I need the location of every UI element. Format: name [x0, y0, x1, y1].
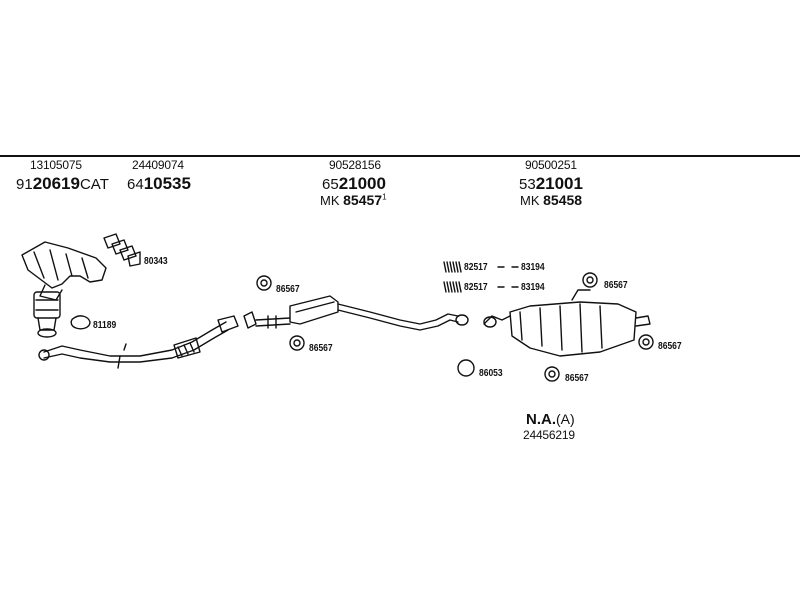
group-4-top-code: 90500251	[525, 158, 577, 172]
part-hanger-b1: 86567	[604, 280, 628, 291]
na-label: N.A.(A)	[526, 411, 575, 428]
group-4-mk-code: MK 85458	[520, 192, 583, 208]
front-pipe-icon	[38, 315, 239, 369]
exhaust-ring-icon	[457, 359, 475, 377]
part-hanger-b3: 86567	[565, 373, 589, 384]
clamp-icon	[443, 261, 519, 293]
group-3-top-code: 90528156	[329, 158, 381, 172]
hanger-rubber-icon	[256, 272, 654, 382]
group-4-big-code: 5321001	[519, 174, 583, 193]
group-2-big-code: 6410535	[127, 174, 191, 193]
part-gasket-set: 80343	[144, 256, 168, 267]
rear-muffler-icon	[483, 289, 651, 357]
part-cat-ring: 81189	[93, 320, 117, 331]
part-clamp-2: 82517	[464, 282, 488, 293]
group-2-top-code: 24409074	[132, 158, 184, 172]
part-clamp-1: 82517	[464, 262, 488, 273]
part-ring: 86053	[479, 368, 503, 379]
part-clamp-2-pair: 83194	[521, 282, 545, 293]
gasket-set-icon	[103, 233, 141, 267]
part-hanger-a1: 86567	[276, 284, 300, 295]
group-3-mk-code: MK 854571	[320, 192, 387, 208]
header-rule	[0, 155, 800, 157]
part-clamp-1-pair: 83194	[521, 262, 545, 273]
catalytic-converter-icon	[33, 291, 61, 338]
exhaust-manifold-icon	[21, 241, 107, 301]
part-hanger-b2: 86567	[658, 341, 682, 352]
na-code: 24456219	[523, 428, 575, 442]
part-hanger-a2: 86567	[309, 343, 333, 354]
group-3-big-code: 6521000	[322, 174, 386, 193]
sealing-ring-icon	[70, 315, 91, 330]
group-1-top-code: 13105075	[30, 158, 82, 172]
center-pipe-resonator-icon	[243, 295, 469, 331]
group-1-big-code: 9120619CAT	[16, 174, 109, 193]
